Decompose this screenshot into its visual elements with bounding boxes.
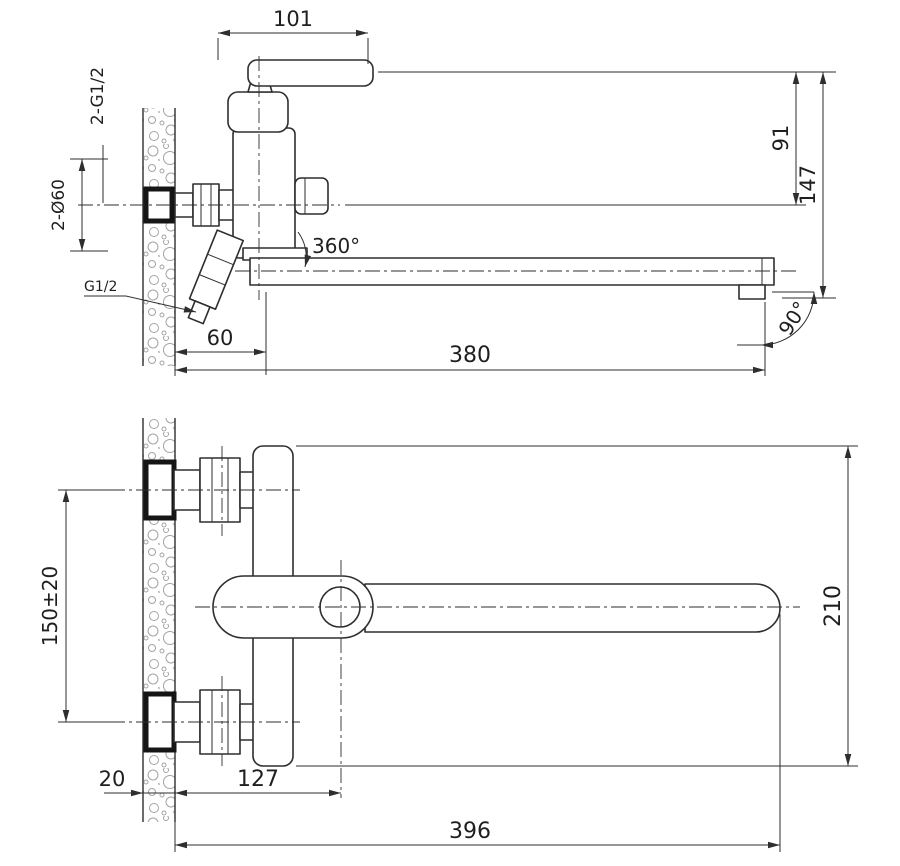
wall-hatch <box>143 108 175 366</box>
front-view: 150±20 210 20 127 396 <box>38 418 858 852</box>
diverter-knob <box>294 177 329 215</box>
mixer-body-front <box>212 445 781 767</box>
label-g12: G1/2 <box>84 279 117 295</box>
spout-nozzle <box>738 284 766 300</box>
wall-section-side <box>142 108 176 366</box>
dim-380-label: 380 <box>449 343 491 368</box>
dim-20-label: 20 <box>99 767 126 791</box>
dim-150: 150±20 <box>38 489 118 723</box>
dim-147-label: 147 <box>796 165 820 205</box>
label-2-d60: 2-Ø60 <box>49 179 69 231</box>
side-view: 360° 101 91 147 90° <box>49 7 836 376</box>
dim-101-label: 101 <box>273 7 313 31</box>
spout-front <box>364 583 781 633</box>
dim-210-label: 210 <box>821 585 846 627</box>
centerlines-side <box>78 56 800 300</box>
dim-150-label: 150±20 <box>38 566 62 646</box>
dim-91-147: 91 147 <box>345 71 836 299</box>
dim-20-127: 20 127 <box>99 767 341 797</box>
swivel-360-annotation: 360° <box>297 231 360 268</box>
dim-396-label: 396 <box>449 819 491 844</box>
cartridge-cap <box>227 91 289 133</box>
dim-60: 60 <box>175 292 267 375</box>
centerlines-front <box>110 446 800 798</box>
dim-360-label: 360° <box>312 234 360 258</box>
shower-connector <box>187 229 245 325</box>
label-2-g12: 2-G1/2 <box>88 67 108 125</box>
dim-396: 396 <box>174 614 781 852</box>
dim-380: 380 <box>174 302 766 376</box>
thread-labels: 2-G1/2 2-Ø60 G1/2 <box>49 67 197 313</box>
dim-60-label: 60 <box>207 326 234 350</box>
dim-91-label: 91 <box>769 125 793 152</box>
dim-210: 210 <box>296 445 858 767</box>
dim-101: 101 <box>217 7 369 64</box>
dim-127-label: 127 <box>237 767 279 792</box>
mixer-body-side <box>227 59 374 259</box>
tilt-90-annotation: 90° <box>737 291 818 349</box>
dim-90deg-label: 90° <box>773 297 812 340</box>
handle-lever <box>247 59 374 87</box>
spout-tube <box>249 257 775 286</box>
body <box>232 127 296 259</box>
